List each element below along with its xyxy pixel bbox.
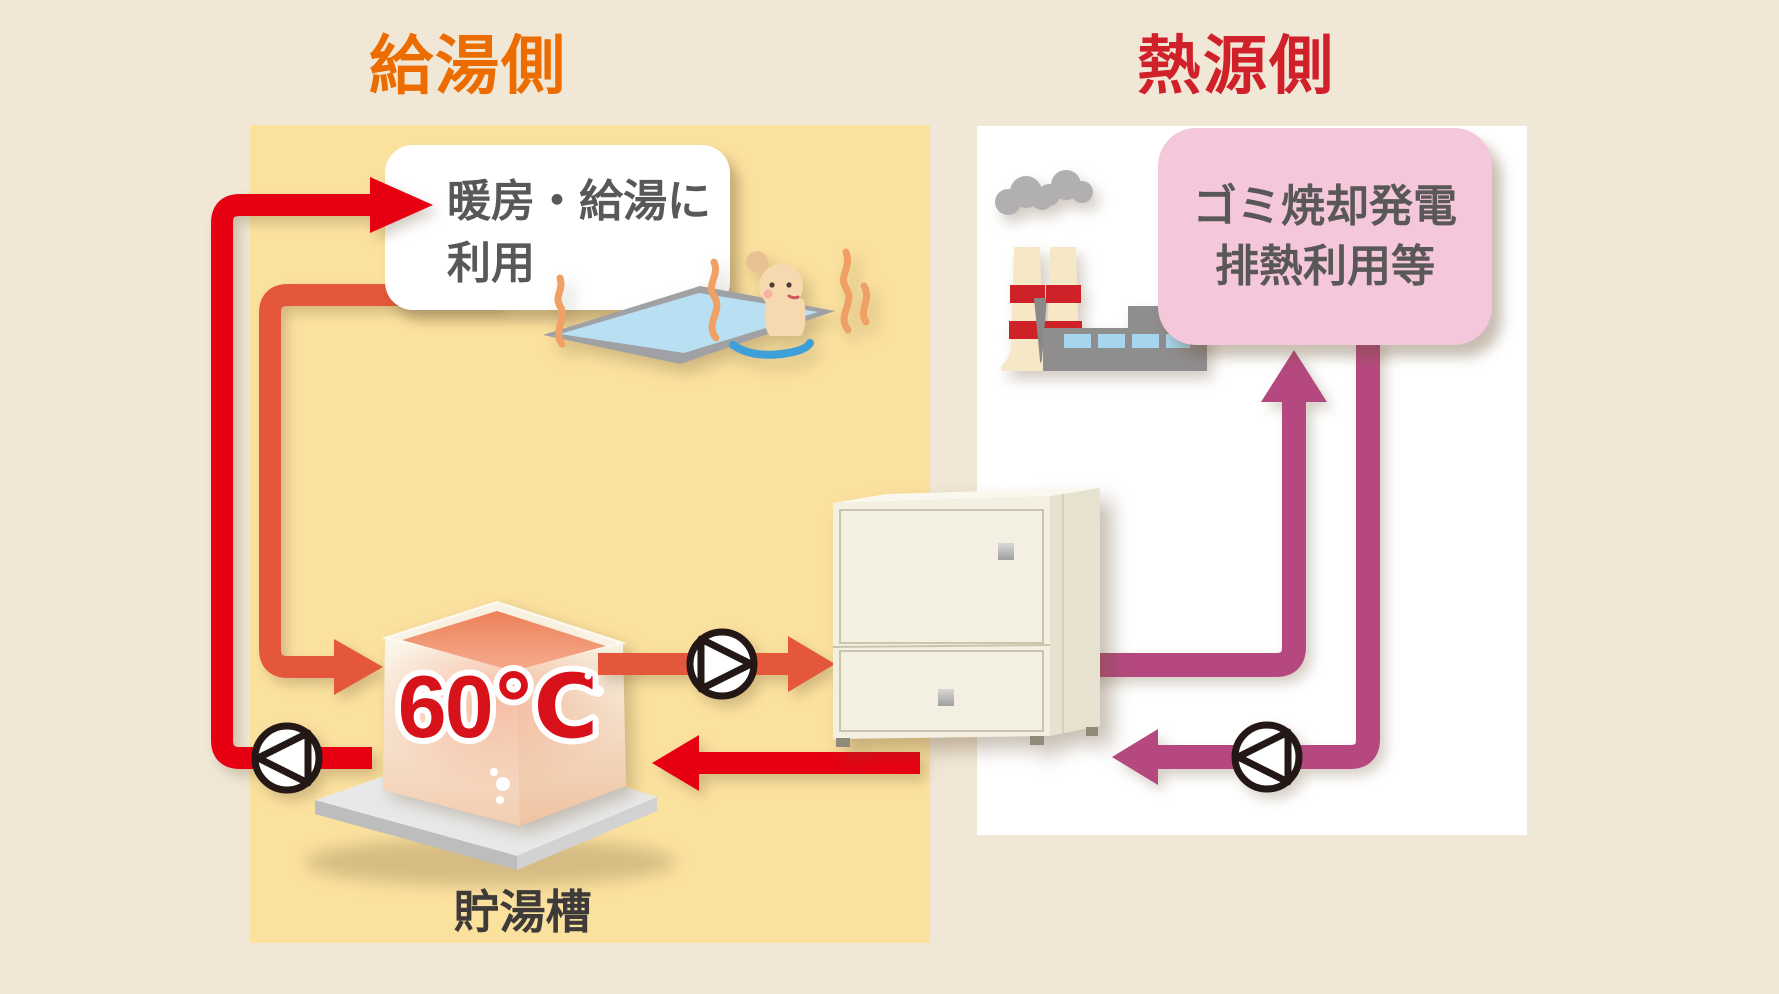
usage-box-line1: 暖房・給湯に: [447, 177, 711, 226]
heat-box-line1: ゴミ焼却発電: [1193, 181, 1457, 231]
panel-handle: [938, 689, 954, 706]
heat-source-side-title: 熱源側: [1137, 30, 1335, 102]
tank-label: 貯湯槽: [453, 886, 592, 938]
heat-box-line2: 排熱利用等: [1215, 241, 1435, 291]
waste-heat-source-box: ゴミ焼却発電 排熱利用等: [1158, 128, 1492, 345]
usage-box-line2: 利用: [447, 239, 535, 288]
heating-usage-box: 暖房・給湯に 利用: [385, 145, 730, 310]
hot-water-side-title: 給湯側: [369, 30, 567, 102]
